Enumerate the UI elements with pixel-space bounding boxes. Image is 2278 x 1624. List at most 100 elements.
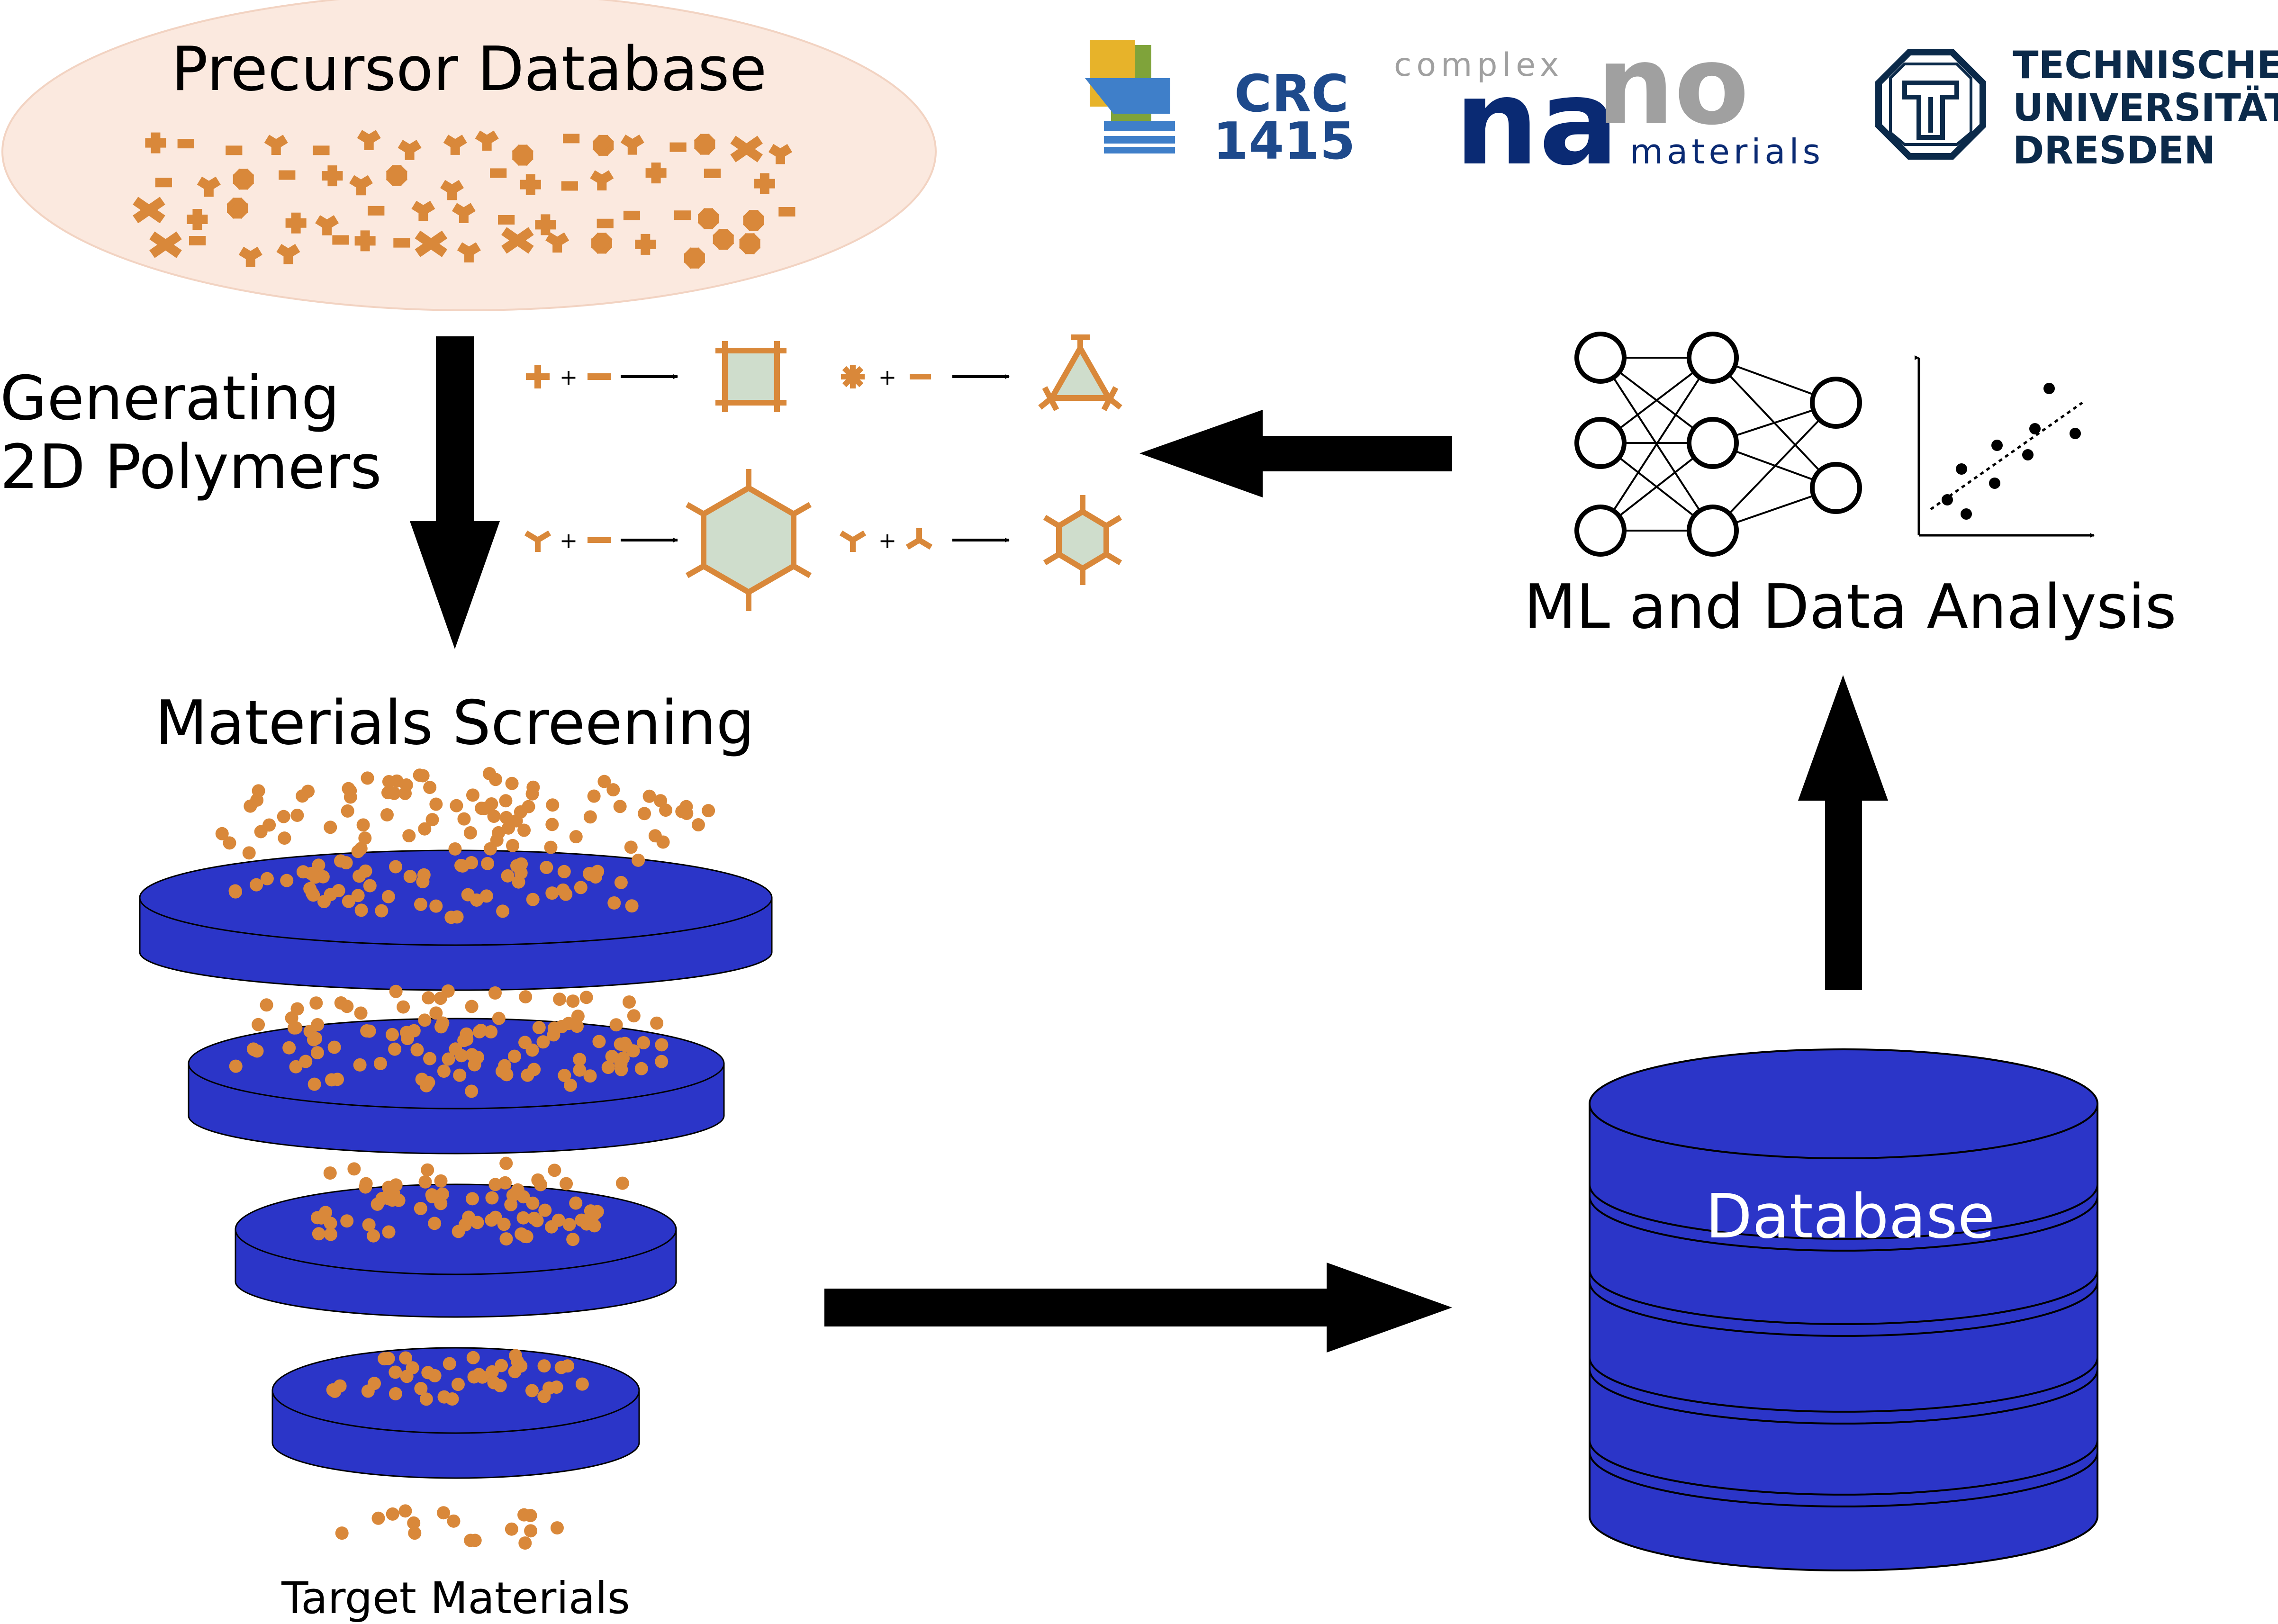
particle: [457, 812, 471, 826]
left-arrow-feedback: [1139, 410, 1452, 497]
precursor-tri-icon: [590, 170, 614, 190]
particle: [525, 787, 539, 801]
particle: [388, 1042, 402, 1056]
precursor-star-icon: [233, 168, 254, 190]
particle: [223, 836, 236, 850]
precursor-database-title: Precursor Database: [172, 34, 767, 105]
crc-logo-line1: CRC: [1234, 64, 1349, 124]
particle: [592, 1035, 606, 1048]
particle: [637, 1036, 651, 1049]
particle: [531, 1173, 545, 1187]
particle: [545, 1220, 559, 1234]
particle: [500, 1068, 514, 1082]
particle: [362, 1218, 376, 1232]
particle: [403, 870, 417, 884]
sieve-3: [235, 1183, 677, 1318]
precursor-tri-icon: [475, 130, 499, 151]
down-arrow-generate: [410, 336, 500, 649]
particle: [575, 1377, 589, 1391]
particle: [538, 1203, 552, 1217]
particle: [558, 1069, 571, 1083]
sieve-4: [271, 1347, 640, 1479]
particle: [605, 1049, 619, 1063]
nn-node: [1687, 417, 1739, 469]
particle: [557, 865, 571, 878]
particle: [579, 991, 593, 1004]
particle: [385, 1028, 399, 1041]
particle: [282, 1041, 296, 1055]
particle: [254, 825, 268, 839]
particle: [566, 994, 580, 1008]
precursor-star-icon: [713, 228, 734, 250]
particle: [482, 767, 496, 781]
particle: [526, 1196, 540, 1210]
particle: [450, 799, 463, 812]
particle: [325, 1073, 338, 1087]
particle: [497, 1218, 511, 1231]
reaction-square: +: [526, 341, 786, 412]
particle: [569, 1196, 583, 1210]
plus-sign: +: [560, 528, 578, 553]
particle: [481, 857, 495, 870]
particle: [289, 1021, 303, 1035]
particle: [659, 803, 673, 817]
particle: [487, 1376, 501, 1389]
particle: [691, 818, 705, 832]
precursor-symbols: [133, 130, 795, 269]
particle: [441, 984, 455, 998]
particle: [627, 1009, 641, 1023]
particle: [215, 827, 229, 840]
particle: [588, 870, 602, 884]
database-label: Database: [1706, 1182, 1995, 1252]
particle: [498, 1176, 512, 1190]
particle: [573, 1053, 587, 1066]
particle: [505, 1522, 518, 1536]
particle: [434, 1197, 448, 1210]
particle: [413, 768, 426, 782]
precursor-cross-icon: [415, 230, 448, 257]
particle: [381, 890, 395, 903]
particle: [487, 810, 501, 823]
nn-node: [1574, 332, 1627, 384]
particle: [419, 1079, 433, 1092]
particle: [540, 861, 553, 875]
particle: [451, 1378, 465, 1391]
nano-logo-bottom: materials: [1630, 132, 1824, 171]
particle: [407, 1516, 421, 1530]
particle: [410, 1043, 424, 1057]
particle: [312, 1227, 325, 1241]
particle: [289, 1060, 303, 1074]
particle: [389, 860, 403, 874]
particle: [562, 1218, 576, 1231]
material-particles: [215, 767, 715, 1550]
particle: [563, 1078, 577, 1092]
particle: [434, 1020, 448, 1034]
particle: [359, 1177, 373, 1191]
particle: [511, 1354, 524, 1368]
particle: [444, 911, 458, 924]
particle: [317, 895, 331, 909]
particle: [250, 878, 263, 892]
particle: [537, 1359, 551, 1373]
particle: [463, 826, 477, 839]
particle: [601, 1061, 615, 1074]
particle: [367, 1229, 380, 1243]
complex-nanomaterials-logo: complex na no materials: [1394, 23, 1824, 191]
particle: [466, 788, 479, 802]
particle: [371, 1511, 385, 1525]
particle: [607, 896, 621, 910]
particle: [353, 869, 366, 883]
precursor-plus-icon: [322, 165, 343, 187]
particle: [421, 1163, 434, 1177]
particle: [399, 778, 413, 792]
particle: [465, 1192, 479, 1206]
precursor-tri-icon: [443, 135, 467, 155]
particle: [344, 790, 357, 804]
nn-node: [1574, 505, 1627, 557]
particle: [499, 811, 513, 824]
particle: [517, 1508, 531, 1522]
particle: [470, 1050, 484, 1064]
particle: [547, 1028, 560, 1042]
reaction-hexagon-large: +: [524, 469, 812, 611]
particle: [622, 995, 636, 1009]
